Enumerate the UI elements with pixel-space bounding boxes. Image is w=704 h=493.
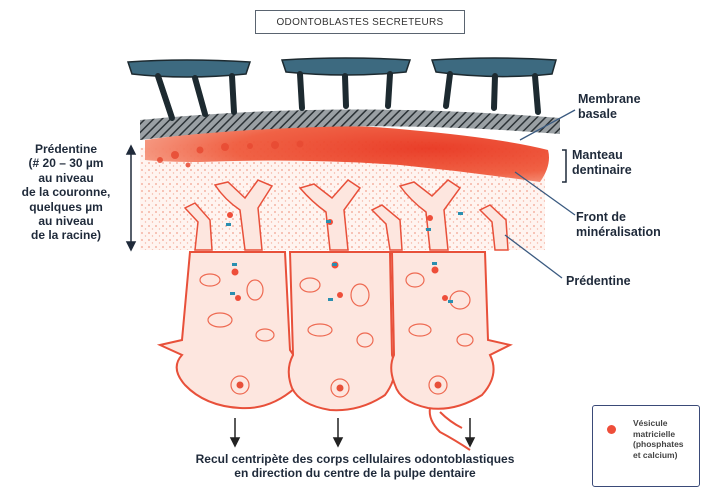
label-membrane-basale: Membrane basale bbox=[578, 92, 698, 122]
epithelium-bars bbox=[128, 58, 556, 118]
matrix-vesicle-icon bbox=[607, 425, 616, 434]
odontoblast-cell-bodies bbox=[160, 252, 510, 410]
cell-tails bbox=[430, 408, 470, 450]
label-manteau-dentinaire: Manteau dentinaire bbox=[572, 148, 692, 178]
retreat-arrows bbox=[231, 418, 474, 446]
cell-body-1 bbox=[160, 252, 299, 408]
label-front-mineralisation: Front de minéralisation bbox=[576, 210, 700, 240]
mantle-bracket bbox=[562, 150, 566, 182]
label-predentine-left: Prédentine (# 20 – 30 µm au niveau de la… bbox=[4, 142, 128, 243]
legend-label: Vésicule matricielle (phosphates et calc… bbox=[633, 418, 699, 461]
predentine-thickness-arrow bbox=[127, 146, 135, 250]
label-predentine-right: Prédentine bbox=[566, 274, 686, 289]
diagram-title: ODONTOBLASTES SECRETEURS bbox=[255, 10, 465, 34]
legend: Vésicule matricielle (phosphates et calc… bbox=[592, 405, 700, 487]
caption: Recul centripète des corps cellulaires o… bbox=[140, 452, 570, 481]
